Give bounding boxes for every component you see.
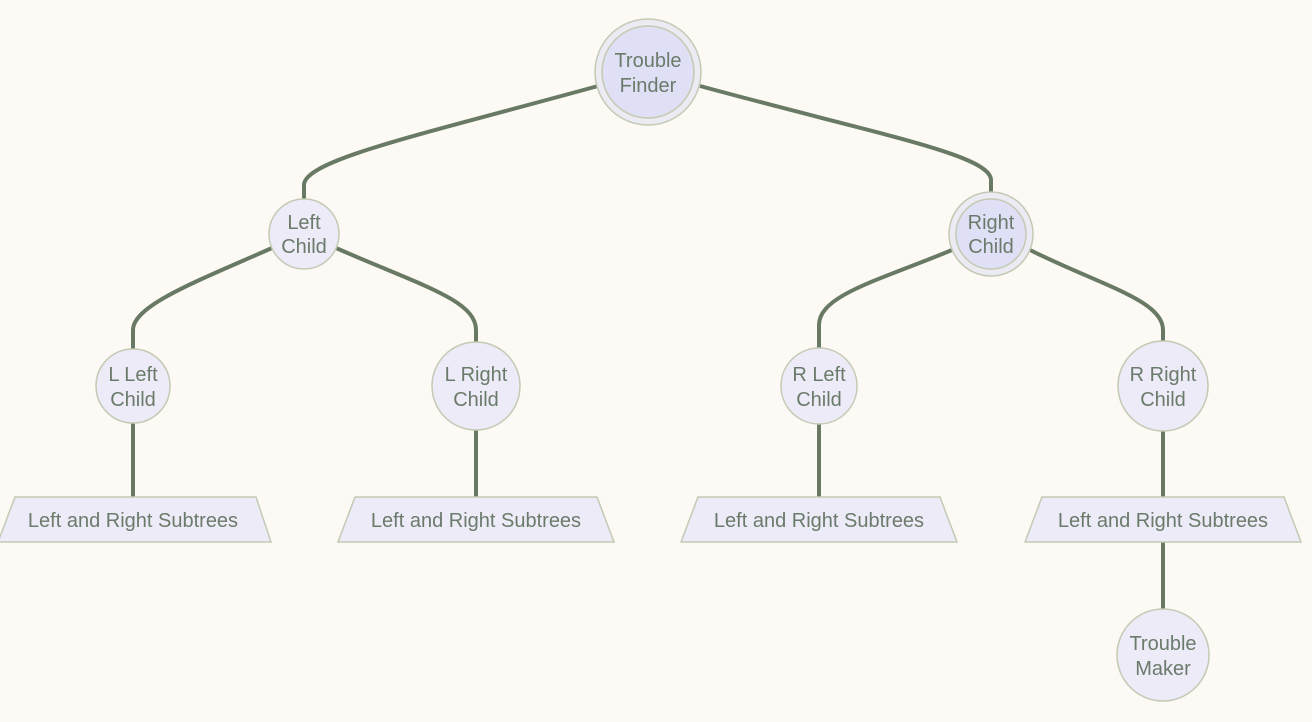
node-trouble-maker[interactable]: Trouble Maker bbox=[1116, 608, 1210, 702]
node-l-left-child[interactable]: L Left Child bbox=[95, 348, 171, 424]
node-label: L Right bbox=[445, 364, 508, 386]
node-label: Child bbox=[110, 389, 156, 411]
node-r-left-child[interactable]: R Left Child bbox=[780, 347, 858, 425]
node-label: Maker bbox=[1135, 658, 1191, 680]
node-label: Finder bbox=[620, 75, 677, 97]
node-label: R Left bbox=[792, 364, 846, 386]
edge-right-rl bbox=[817, 248, 953, 348]
node-label: Right bbox=[968, 212, 1015, 234]
node-label: Left and Right Subtrees bbox=[28, 510, 238, 532]
edge-left-ll bbox=[131, 246, 273, 349]
edge-root-left bbox=[302, 84, 599, 199]
node-right-child[interactable]: Right Child bbox=[948, 191, 1034, 277]
node-label: Child bbox=[1140, 389, 1186, 411]
node-label: R Right bbox=[1130, 364, 1197, 386]
node-label: L Left bbox=[108, 364, 158, 386]
node-l-right-child[interactable]: L Right Child bbox=[431, 341, 521, 431]
node-label: Child bbox=[968, 236, 1014, 258]
node-label: Left bbox=[287, 212, 321, 234]
node-label: Left and Right Subtrees bbox=[1058, 510, 1268, 532]
node-subtrees-1[interactable]: Left and Right Subtrees bbox=[0, 496, 273, 543]
node-label: Left and Right Subtrees bbox=[371, 510, 581, 532]
node-label: Child bbox=[796, 389, 842, 411]
node-r-right-child[interactable]: R Right Child bbox=[1117, 340, 1209, 432]
node-label: Child bbox=[281, 236, 327, 258]
node-label: Child bbox=[453, 389, 499, 411]
node-left-child[interactable]: Left Child bbox=[268, 198, 340, 270]
node-label: Trouble bbox=[1129, 633, 1196, 655]
node-subtrees-4[interactable]: Left and Right Subtrees bbox=[1023, 496, 1303, 543]
node-subtrees-2[interactable]: Left and Right Subtrees bbox=[336, 496, 616, 543]
edge-right-rr bbox=[1029, 248, 1165, 341]
node-label: Left and Right Subtrees bbox=[714, 510, 924, 532]
edge-left-lr bbox=[335, 246, 478, 342]
edge-root-right bbox=[699, 84, 993, 192]
node-label: Trouble bbox=[614, 50, 681, 72]
node-trouble-finder[interactable]: Trouble Finder bbox=[594, 18, 702, 126]
node-subtrees-3[interactable]: Left and Right Subtrees bbox=[679, 496, 959, 543]
